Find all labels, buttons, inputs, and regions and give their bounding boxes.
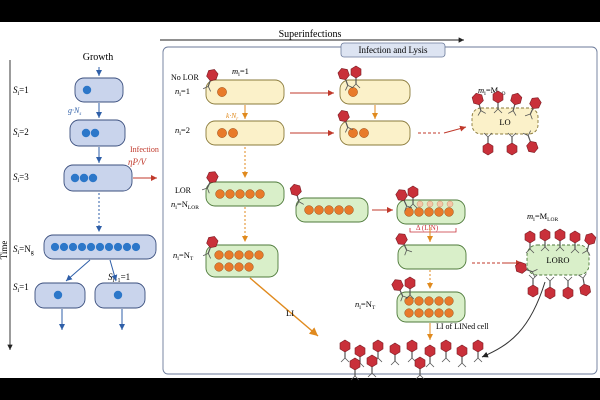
growth-dot [82, 85, 92, 95]
lor-cell-next [397, 244, 467, 270]
mlor-label: mi=MLOR [527, 211, 559, 223]
growth-cell-1 [74, 77, 124, 103]
phage-dna-row [304, 205, 354, 215]
phage-dna-row [404, 207, 454, 217]
delta-lin-label: Δ (LIN) [416, 224, 439, 232]
infection-label: Infection [130, 145, 159, 154]
daughter-stage-label: Si+1=1 [108, 272, 130, 284]
loro-cell [526, 244, 590, 276]
superinfections-header: Superinfections [160, 29, 464, 43]
kn-label: k·Nr [226, 111, 238, 122]
growth-dot [81, 128, 91, 138]
lor-cell-nt [205, 244, 279, 278]
growth-dot [90, 128, 100, 138]
lin-bracket [409, 228, 457, 233]
growth-dot [79, 173, 89, 183]
phage-dna [228, 128, 238, 138]
growth-arrows [59, 67, 125, 330]
growth-cell-3 [63, 164, 133, 192]
phage-dna [348, 128, 358, 138]
lo-cell [471, 107, 539, 135]
li-label: LI [286, 308, 294, 318]
infection-rate: ηP/V [128, 157, 147, 167]
row-label-nt-lined: ni=NT [355, 299, 376, 311]
phage-dna [217, 87, 227, 97]
lor-label: LOR [175, 186, 192, 195]
lo-label: LO [499, 117, 510, 127]
panel-title: Infection and Lysis [359, 45, 428, 55]
lor-cell-lined [396, 291, 466, 323]
panel-title-box [340, 42, 446, 58]
growth-dot [88, 173, 98, 183]
row-label-nt: ni=NT [173, 250, 194, 262]
nolor-cell-4 [339, 120, 411, 146]
li-lined-label: LI of LINed cell [436, 322, 489, 331]
growth-dot [70, 173, 80, 183]
lor-cell-nlor [205, 181, 285, 207]
row-label-nlor: ni=NLOR [171, 199, 199, 211]
phage-dna-grid [404, 296, 454, 318]
growth-title: Growth [83, 52, 114, 63]
panel-arrows [242, 90, 546, 358]
phage-dna [348, 87, 358, 97]
stage-label-1: Si=1 [13, 85, 29, 97]
phage-dna-grid [214, 250, 264, 272]
growth-column: Growth Time Si=1 Si=2 Si=3 Si=Ng Si=1 [0, 52, 159, 350]
time-label: Time [0, 241, 9, 260]
loro-label: LORO [546, 255, 569, 265]
nolor-cell-1 [205, 79, 285, 105]
infection-lysis-panel: Infection and Lysis No LOR ni=1 ni=2 LOR… [162, 42, 598, 381]
no-lor-label: No LOR [171, 73, 199, 82]
lin-ghost-dots [416, 200, 454, 208]
stage-label-2: Si=2 [13, 127, 29, 139]
growth-dot [53, 290, 63, 300]
row-label-n2: ni=2 [175, 125, 190, 137]
stage-label-ng: Si=Ng [13, 244, 34, 256]
nolor-cell-2 [205, 120, 285, 146]
row-label-n1: ni=1 [175, 86, 190, 98]
m1-label: mi=1 [232, 66, 249, 78]
growth-dots-row [50, 242, 141, 252]
growth-dot [113, 290, 123, 300]
phage-dna-row [215, 189, 265, 199]
stage-label-reset: Si=1 [13, 282, 29, 294]
superinfections-label: Superinfections [279, 29, 342, 40]
phage-dna [217, 128, 227, 138]
stage-label-3: Si=3 [13, 172, 29, 184]
phage-dna [359, 128, 369, 138]
growth-rate-label: g·Ns [68, 106, 81, 117]
